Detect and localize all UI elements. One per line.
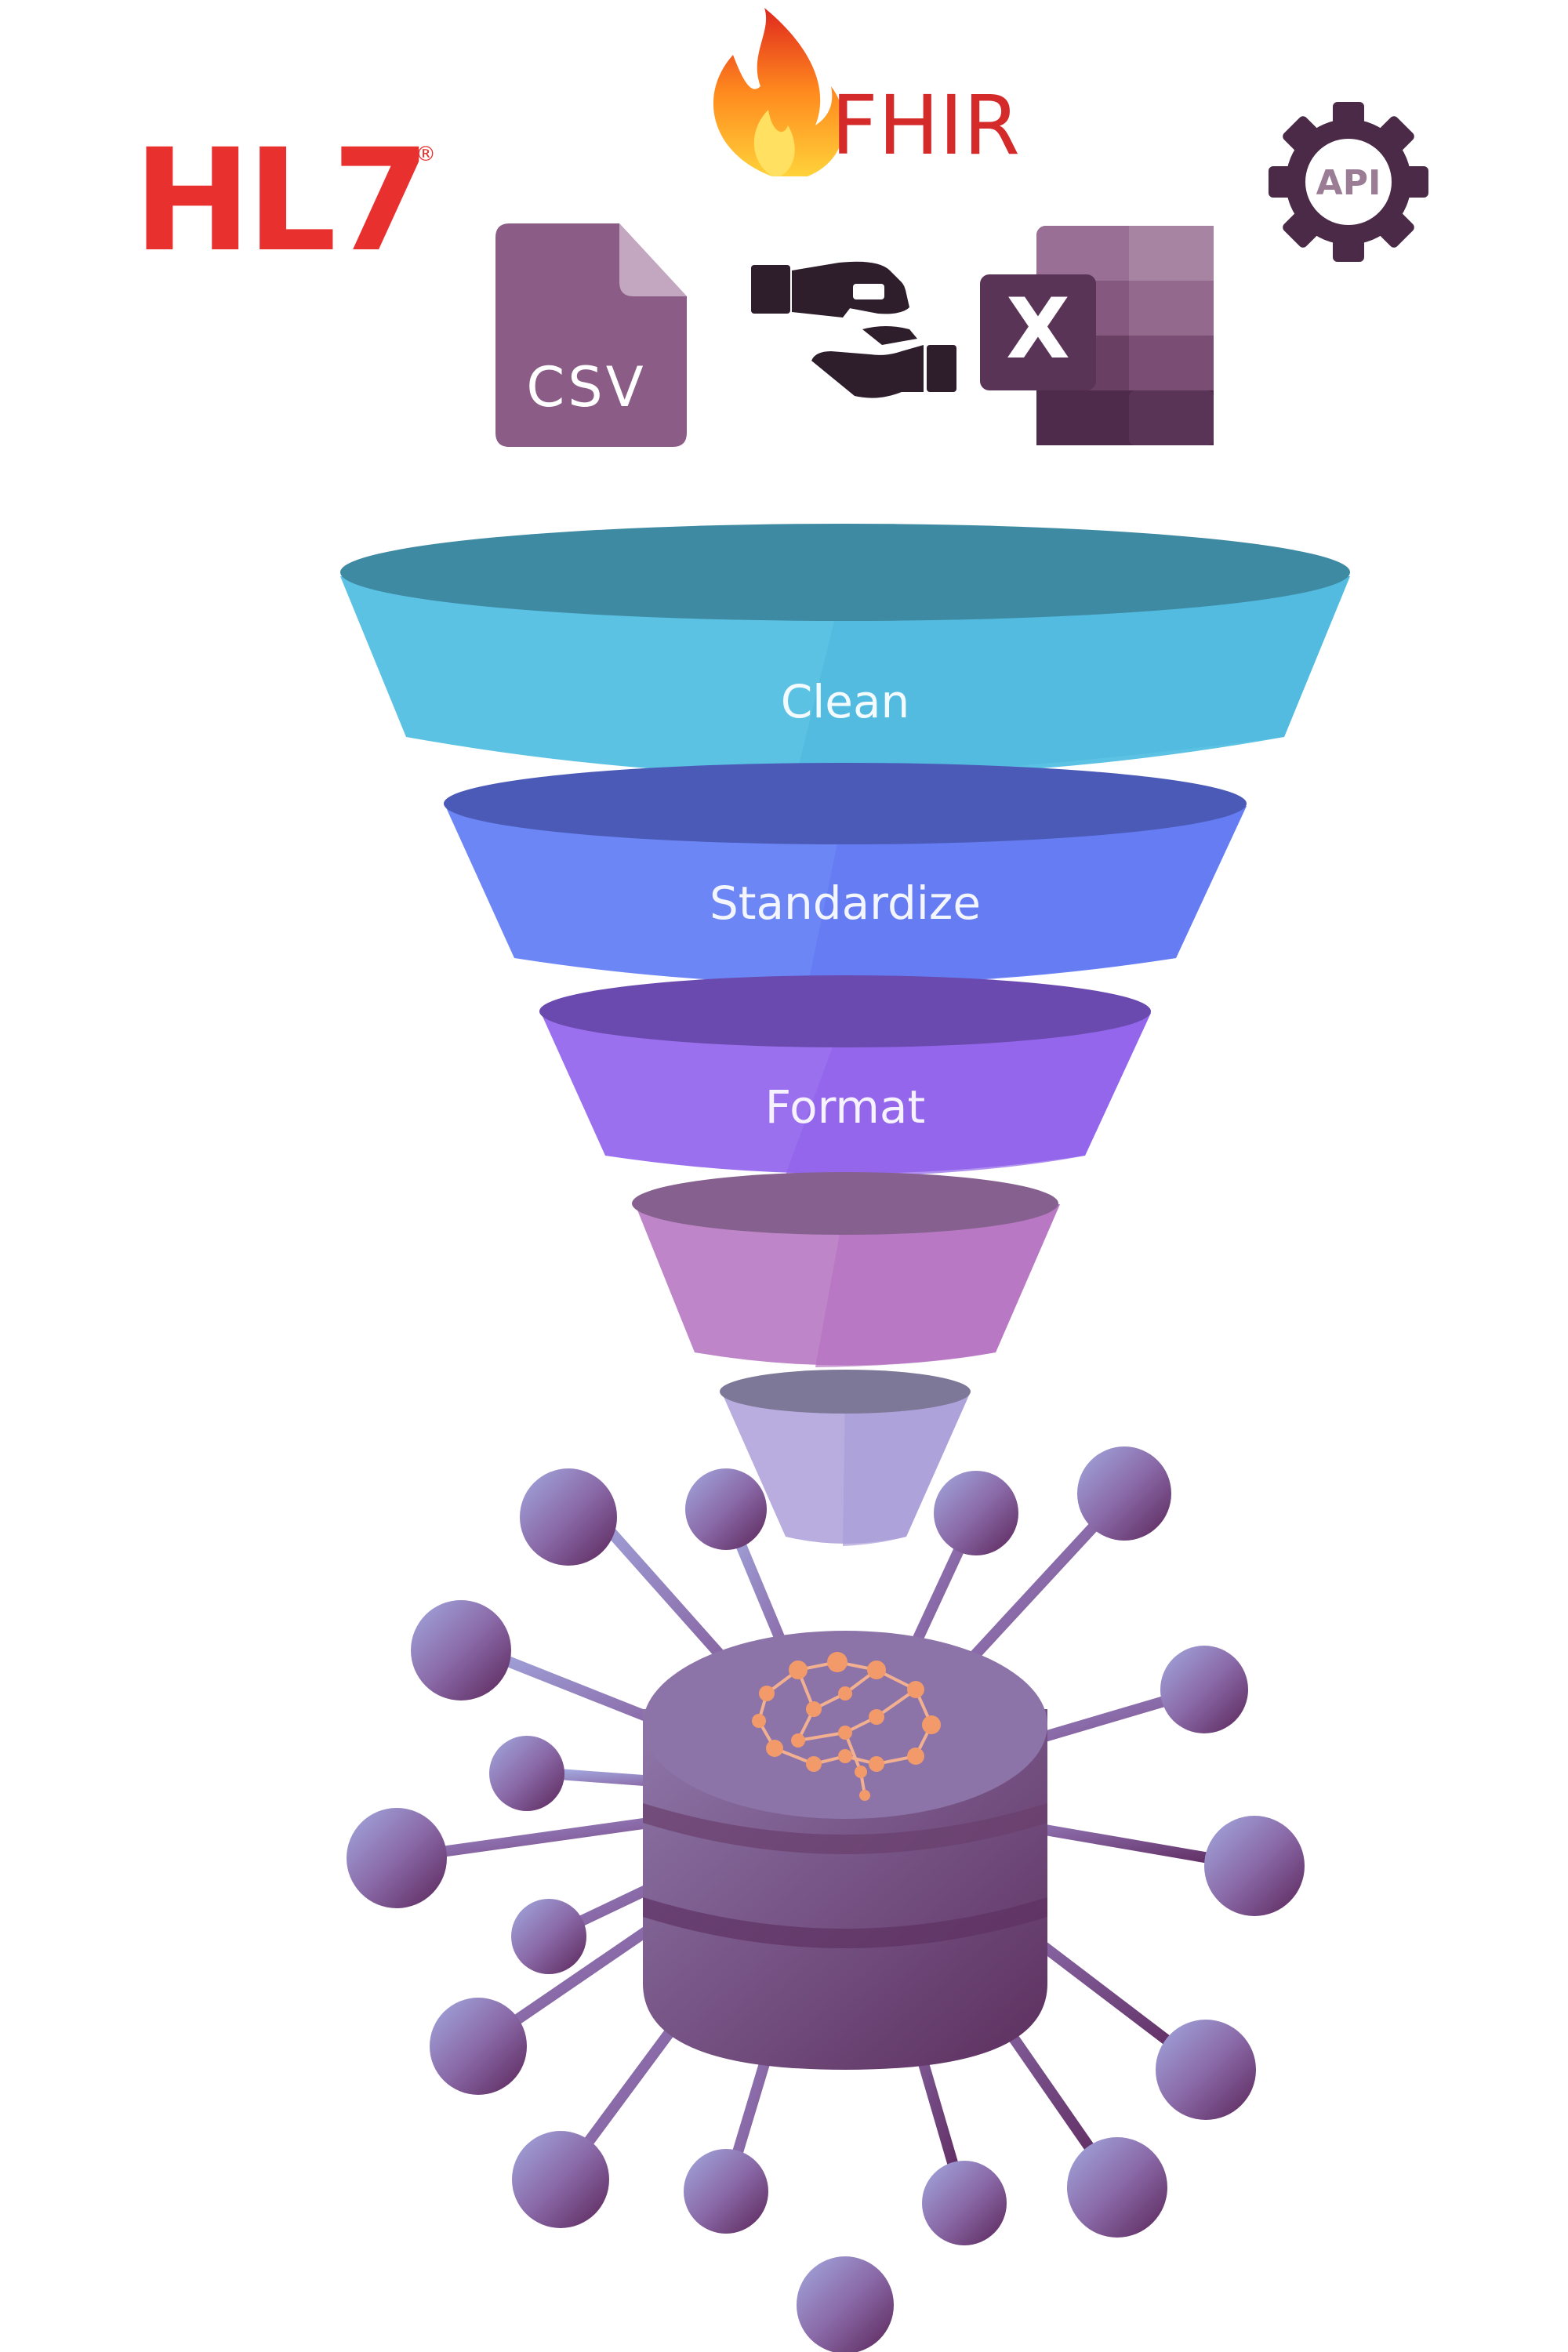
funnel-stage-label: Clean <box>781 675 910 728</box>
hl7-logo: HL7 ® <box>133 119 436 283</box>
flame-icon <box>713 8 844 176</box>
csv-file-icon: CSV <box>495 223 687 447</box>
brain-network-icon <box>752 1652 941 1801</box>
funnel-stage-label: Format <box>765 1080 925 1134</box>
network-nodes <box>347 1446 1305 2352</box>
funnel-stage-label: Standardize <box>710 877 981 930</box>
funnel: Clean Standardize Format <box>340 524 1350 1546</box>
handshake-exchange-icon <box>751 261 956 398</box>
api-label: API <box>1316 163 1381 203</box>
hl7-registered-mark: ® <box>416 143 436 166</box>
fhir-logo-text: FHIR <box>831 78 1020 173</box>
funnel-stage-4 <box>632 1172 1060 1367</box>
funnel-stage-standardize: Standardize <box>444 763 1247 986</box>
excel-x-label: X <box>1006 281 1070 377</box>
database-cylinder <box>643 1631 1047 2070</box>
hl7-logo-text: HL7 <box>133 119 426 283</box>
funnel-stage-format: Format <box>539 975 1151 1179</box>
fhir-logo: FHIR <box>713 8 1020 176</box>
api-gear-logo: API <box>1269 102 1428 262</box>
excel-icon: X <box>980 226 1214 445</box>
csv-label: CSV <box>526 355 646 419</box>
database-network-icon <box>347 1446 1305 2352</box>
funnel-stage-5 <box>720 1370 971 1546</box>
gear-icon <box>1269 102 1428 262</box>
funnel-stage-clean: Clean <box>340 524 1350 778</box>
